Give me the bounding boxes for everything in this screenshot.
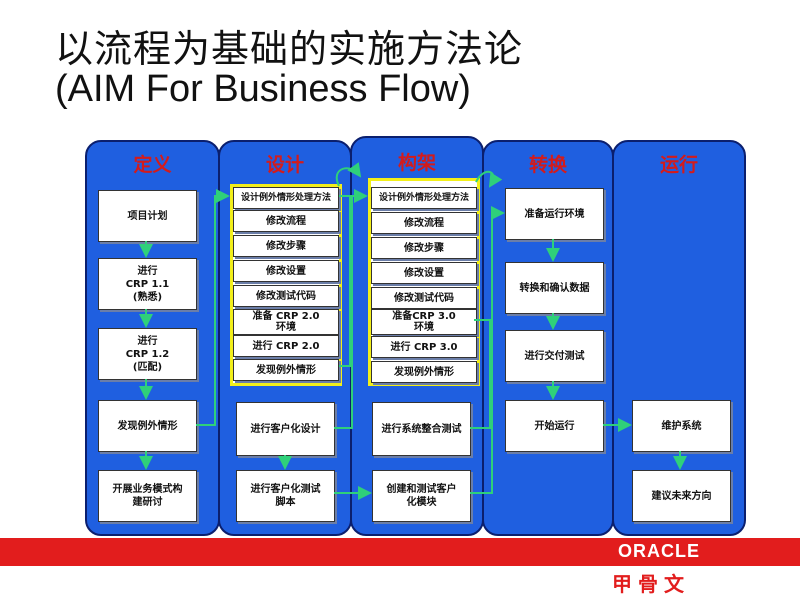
loop-arrow (475, 171, 503, 188)
design-group-item: 准备 CRP 2.0 环境 (233, 309, 339, 335)
oracle-logo: ORACLE (618, 541, 700, 561)
design-group-item: 设计例外情形处理方法 (233, 187, 339, 209)
phase-title-transition: 转换 (528, 154, 567, 176)
transition-box-acceptance-test: 进行交付测试 (505, 330, 604, 382)
connector (339, 195, 351, 367)
loop-arrow (335, 162, 362, 187)
footer-red-bar (0, 538, 800, 566)
build-group-item: 进行 CRP 3.0 (371, 336, 477, 358)
phase-title-define: 定义 (133, 154, 172, 176)
transition-box-go-live: 开始运行 (505, 400, 604, 452)
design-box-customization-design: 进行客户化设计 (236, 402, 335, 456)
slide-subtitle: (AIM For Business Flow) (55, 68, 471, 110)
arrow (334, 189, 368, 429)
build-crp-group: 设计例外情形处理方法 修改流程 修改步骤 修改设置 修改测试代码 准备CRP 3… (368, 178, 480, 386)
design-group-item: 进行 CRP 2.0 (233, 335, 339, 357)
transition-box-convert-data: 转换和确认数据 (505, 262, 604, 314)
arrow (470, 319, 491, 429)
define-box-crp-1-2: 进行 CRP 1.2 (匹配) (98, 328, 197, 380)
production-box-future-direction: 建议未来方向 (632, 470, 731, 522)
build-group-item: 修改测试代码 (371, 287, 477, 309)
build-group-item: 准备CRP 3.0 环境 (371, 309, 477, 335)
build-group-item: 修改流程 (371, 212, 477, 234)
build-group-item: 设计例外情形处理方法 (371, 187, 477, 209)
build-box-integration-test: 进行系统整合测试 (372, 402, 471, 456)
phase-title-design: 设计 (265, 154, 304, 176)
phase-title-build: 构架 (397, 152, 436, 174)
design-group-item: 修改测试代码 (233, 285, 339, 307)
phase-title-production: 运行 (659, 154, 698, 176)
arrow (196, 189, 230, 426)
build-group-item: 发现例外情形 (371, 361, 477, 383)
design-box-customization-test-script: 进行客户化测试 脚本 (236, 470, 335, 522)
define-box-find-exceptions: 发现例外情形 (98, 400, 197, 452)
build-group-item: 修改设置 (371, 262, 477, 284)
oracle-cn-logo: 甲骨文 (612, 572, 690, 596)
transition-box-prepare-env: 准备运行环境 (505, 188, 604, 240)
design-crp-group: 设计例外情形处理方法 修改流程 修改步骤 修改设置 修改测试代码 准备 CRP … (230, 184, 342, 386)
design-group-item: 修改设置 (233, 260, 339, 282)
design-group-item: 修改流程 (233, 210, 339, 232)
production-box-maintain-system: 维护系统 (632, 400, 731, 452)
define-box-project-plan: 项目计划 (98, 190, 197, 242)
arrow (470, 206, 505, 494)
design-group-item: 修改步骤 (233, 235, 339, 257)
slide-title: 以流程为基础的实施方法论 (55, 27, 524, 71)
define-box-business-workshop: 开展业务模式构 建研讨 (98, 470, 197, 522)
define-box-crp-1-1: 进行 CRP 1.1 (熟悉) (98, 258, 197, 310)
design-group-item: 发现例外情形 (233, 359, 339, 381)
build-group-item: 修改步骤 (371, 237, 477, 259)
build-box-custom-modules: 创建和测试客户 化模块 (372, 470, 471, 522)
